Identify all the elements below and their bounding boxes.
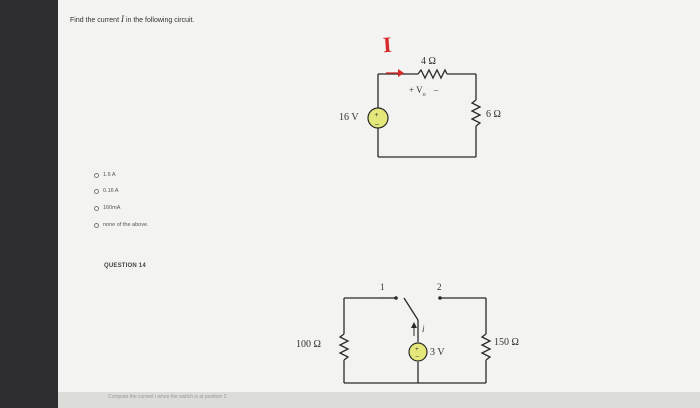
radio-button[interactable] xyxy=(94,188,99,194)
resistor-100-ohm xyxy=(338,333,350,361)
sheet-footer-strip xyxy=(58,392,700,408)
option-label: 160mA xyxy=(103,205,121,211)
voltage-source-3v xyxy=(408,342,428,362)
option-1-6a[interactable]: 1.6 A xyxy=(94,172,116,178)
option-label: 1.6 A xyxy=(103,172,116,178)
switch-position-1: 1 xyxy=(380,282,385,292)
vo-label: + Vo – xyxy=(409,85,439,98)
radio-button[interactable] xyxy=(94,222,99,228)
resistor-100-ohm-label: 100 Ω xyxy=(296,339,321,350)
radio-button[interactable] xyxy=(94,172,99,178)
question-14-heading: QUESTION 14 xyxy=(104,263,146,269)
radio-button[interactable] xyxy=(94,205,99,211)
question-13-prompt: Find the current I in the following circ… xyxy=(70,14,195,24)
switch-position-2: 2 xyxy=(437,282,442,292)
resistor-4-ohm xyxy=(417,68,448,80)
option-label: 0.16 A xyxy=(103,188,119,194)
option-0-16a[interactable]: 0.16 A xyxy=(94,188,119,194)
resistor-6-ohm xyxy=(470,99,482,127)
svg-text:+: + xyxy=(375,112,379,119)
option-160ma[interactable]: 160mA xyxy=(94,205,120,211)
svg-text:+: + xyxy=(415,346,419,353)
resistor-150-ohm-label: 150 Ω xyxy=(494,337,519,348)
voltage-source-16v xyxy=(367,107,389,129)
option-none-of-the-above[interactable]: none of the above. xyxy=(94,222,149,228)
current-i-label: I xyxy=(382,31,393,58)
circuit-diagram-2 xyxy=(338,297,492,384)
question-14-prompt: Compute the current i when the switch is… xyxy=(108,394,228,400)
svg-text:–: – xyxy=(416,353,420,360)
option-label: none of the above. xyxy=(103,222,149,228)
resistor-150-ohm xyxy=(480,333,492,361)
current-i-arrow-icon xyxy=(411,322,417,328)
resistor-6-ohm-label: 6 Ω xyxy=(486,109,501,120)
source-16v-label: 16 V xyxy=(339,112,359,123)
svg-text:–: – xyxy=(375,121,379,128)
resistor-4-ohm-label: 4 Ω xyxy=(421,56,436,67)
current-arrow-icon xyxy=(398,69,404,77)
question-sheet xyxy=(58,0,700,408)
current-i-small-label: i xyxy=(422,324,425,334)
source-3v-label: 3 V xyxy=(430,347,445,358)
